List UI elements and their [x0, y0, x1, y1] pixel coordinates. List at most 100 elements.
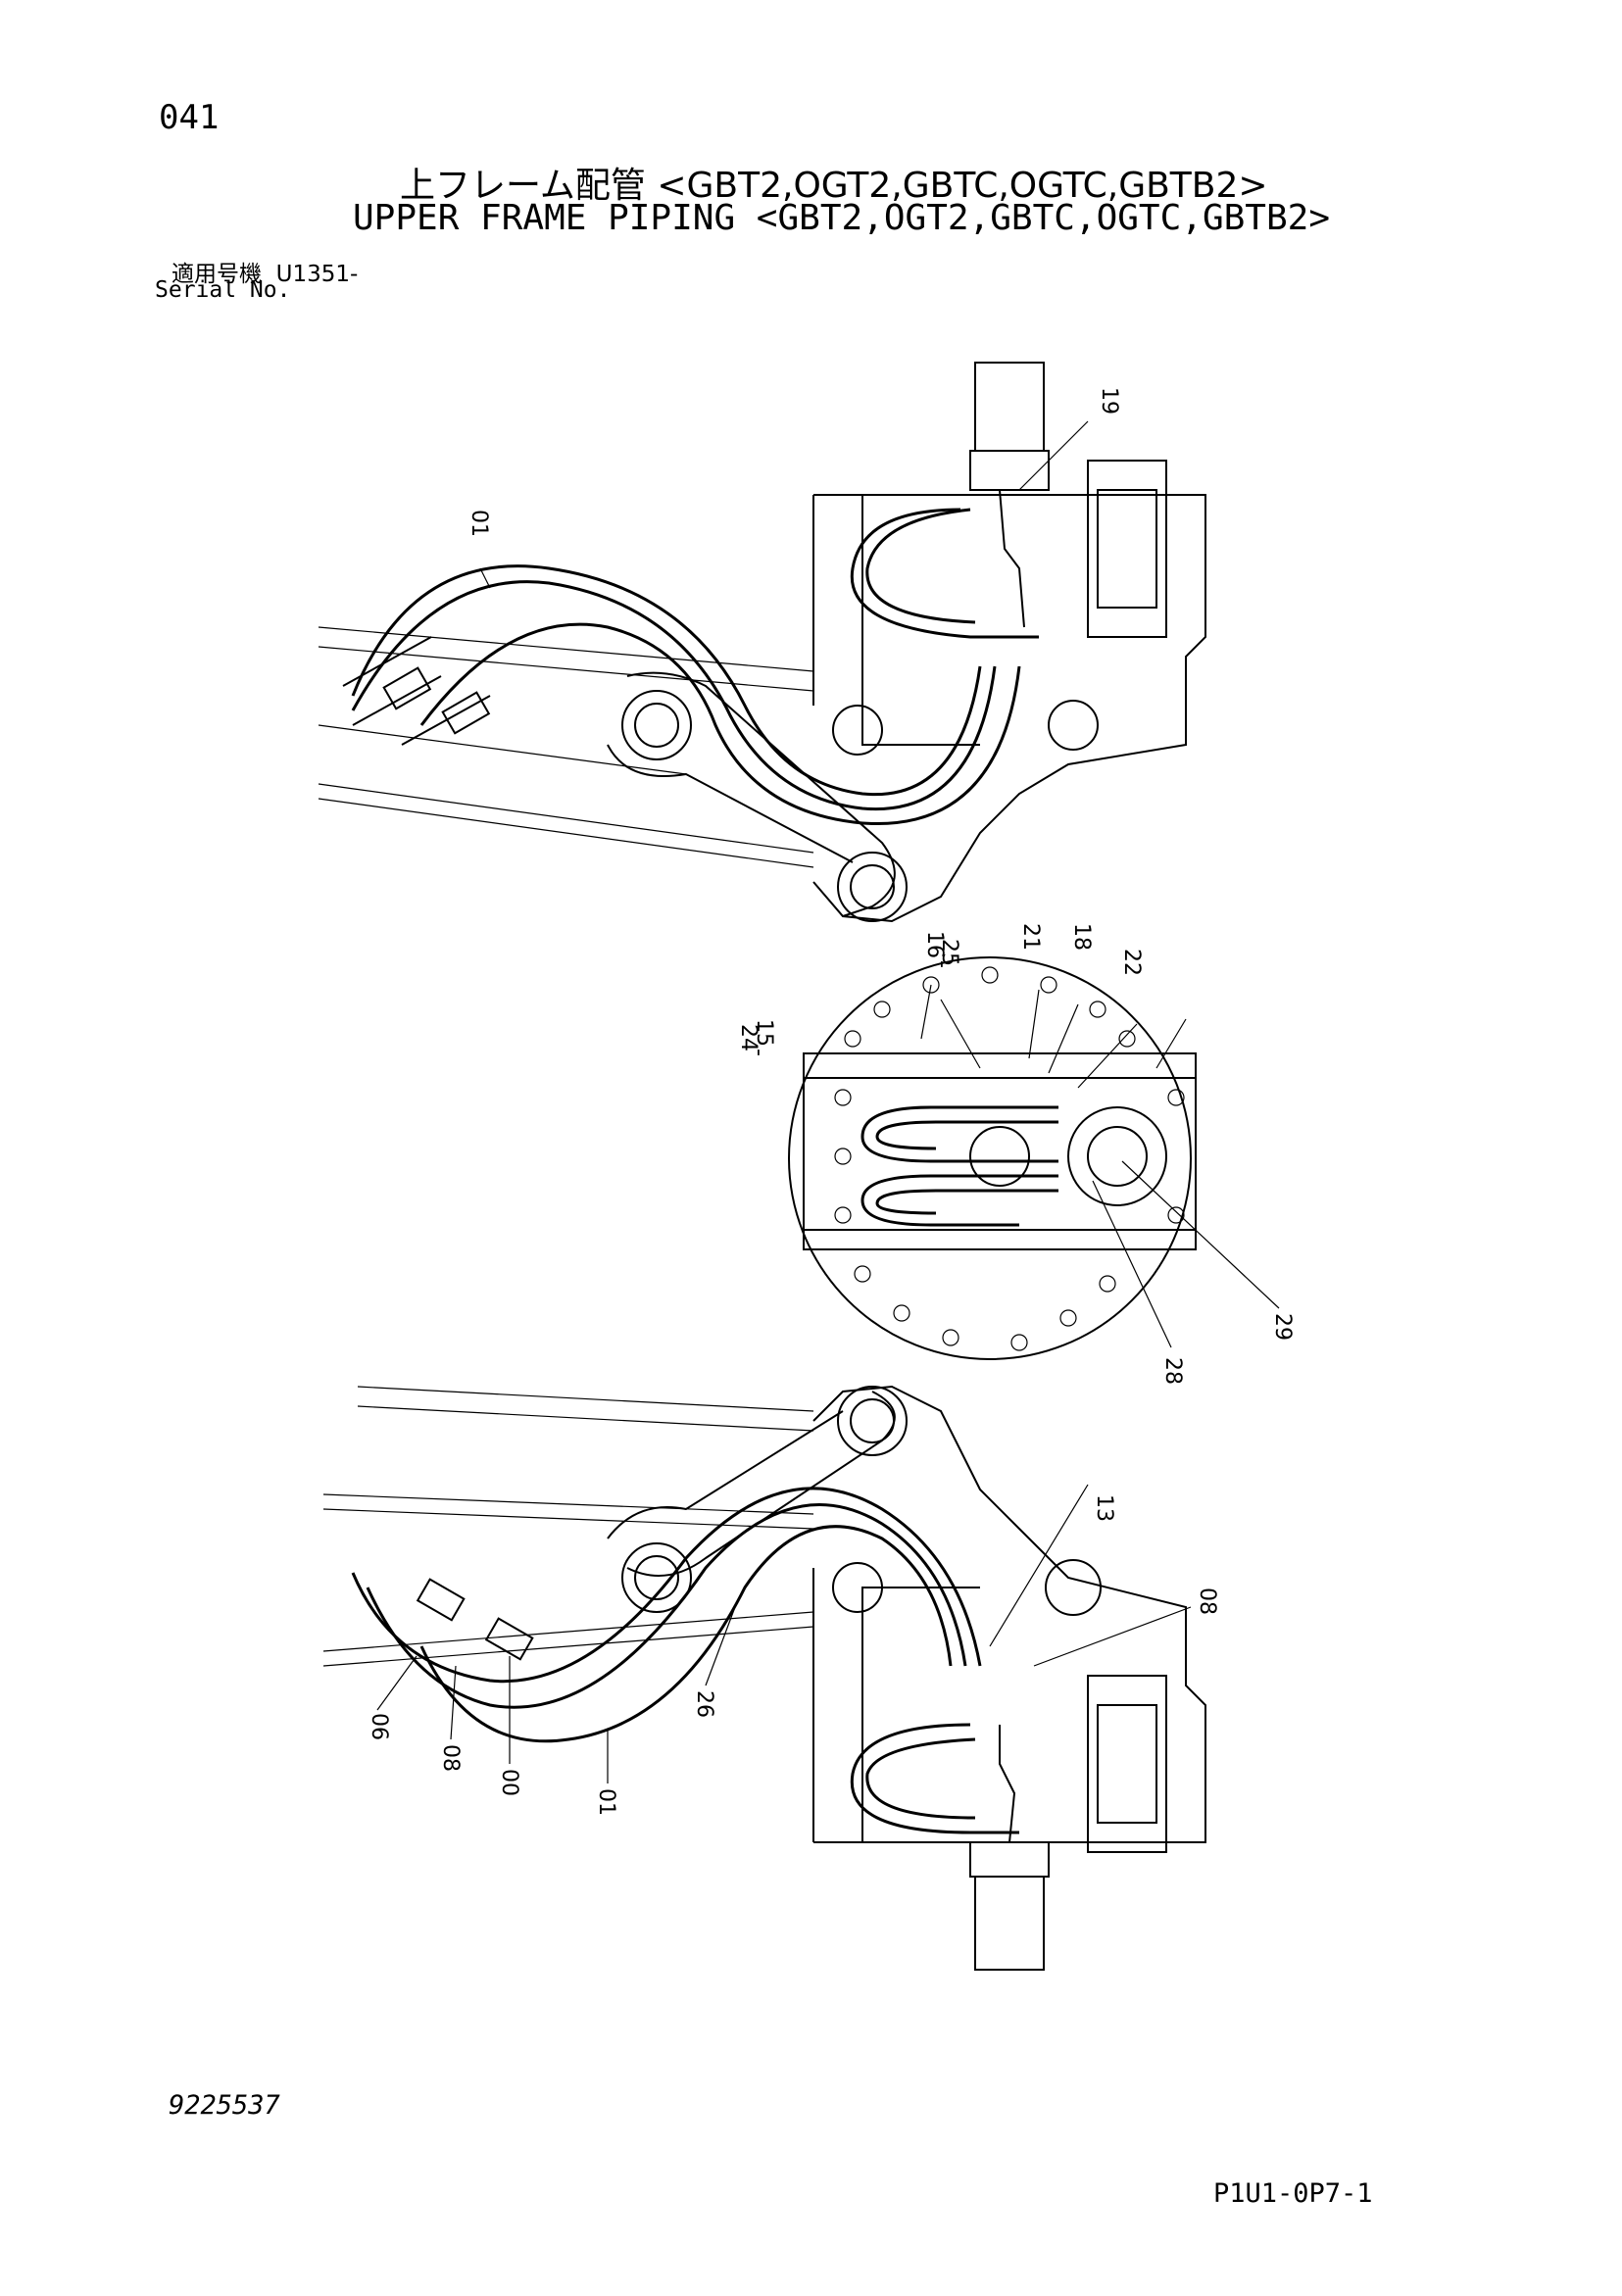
serial-label-english: Serial No.	[155, 277, 291, 303]
frame-outline	[861, 495, 980, 746]
fitting	[441, 691, 491, 735]
callout-label: 24	[736, 1024, 761, 1051]
hose-line	[419, 622, 1021, 826]
callout-label: 13	[1092, 1494, 1116, 1522]
pin-boss	[850, 864, 895, 909]
center-joint	[969, 1126, 1030, 1187]
swing-motor	[1087, 1675, 1167, 1853]
leader-line	[920, 984, 1187, 1089]
page-code: P1U1-0P7-1	[1213, 2178, 1373, 2209]
serial-label-jp-text: 適用号機	[172, 262, 262, 287]
callout-label: 15	[752, 1019, 776, 1047]
bottom-view-callouts: 13 08 06 08 00 01 26	[367, 1494, 1219, 1816]
callout-label: -	[930, 960, 955, 968]
link-arm	[626, 1391, 896, 1577]
callout-label: 26	[692, 1690, 716, 1718]
callout-label: 08	[438, 1744, 463, 1772]
pin-boss	[634, 703, 679, 748]
leader-line	[1092, 1160, 1280, 1348]
pin-boss	[837, 852, 908, 922]
leader-line	[989, 1484, 1192, 1667]
link-arm	[626, 671, 896, 917]
hose-line	[419, 1525, 953, 1743]
page-title-english: UPPER FRAME PIPING <GBT2,OGT2,GBTC,OGTC,…	[353, 198, 1330, 238]
motor-cylinder	[974, 362, 1045, 452]
hose-line	[351, 580, 997, 811]
turntable-circle	[788, 956, 1192, 1360]
boom-line	[318, 783, 814, 854]
pin-boss	[837, 1386, 908, 1456]
pin-boss	[634, 1555, 679, 1600]
link-arm	[607, 744, 854, 863]
callout-label: 22	[1119, 949, 1144, 976]
hose-loop	[850, 1723, 1019, 1834]
frame-outline	[812, 494, 1206, 923]
hose-loop	[865, 1737, 976, 1820]
callout-label: 28	[1160, 1357, 1185, 1385]
fitting	[382, 666, 432, 710]
hose-loop	[875, 1189, 1058, 1215]
link-arm	[607, 1410, 844, 1539]
pin-boss	[621, 690, 692, 760]
center-view-callouts: 16 - 25 21 18 22 24 - 15 29 28	[736, 923, 1295, 1385]
pin-boss	[621, 1542, 692, 1613]
frame-outline	[812, 1385, 1206, 1843]
frame-outline	[812, 1568, 980, 1842]
motor-base	[969, 450, 1050, 491]
hose-line	[351, 1487, 982, 1684]
motor-base	[969, 1841, 1050, 1878]
pipe	[999, 1725, 1016, 1843]
callout-label: 01	[594, 1788, 618, 1816]
swing-motor-end	[1067, 1106, 1167, 1206]
callout-label: 18	[1069, 923, 1094, 951]
bolt-holes	[834, 966, 1185, 1351]
leader-line	[479, 567, 491, 589]
boom-line	[322, 1611, 814, 1652]
frame-section-line	[804, 1077, 1196, 1231]
callout-label: 00	[497, 1769, 521, 1796]
hose-loop	[860, 1174, 1058, 1227]
boom-line	[357, 1386, 814, 1412]
callout-label: 29	[1270, 1313, 1295, 1341]
serial-value: U1351-	[275, 262, 359, 287]
hose-loop	[875, 1120, 1058, 1150]
hose-line	[366, 1503, 967, 1709]
page-title-japanese: 上フレーム配管 <GBT2,OGT2,GBTC,OGTC,GBTB2>	[400, 166, 1268, 206]
swing-motor-end	[1087, 1126, 1148, 1187]
boom-line	[318, 626, 814, 672]
swing-motor-detail	[1097, 1704, 1157, 1824]
pin-boss	[850, 1398, 895, 1443]
swing-motor	[1087, 460, 1167, 638]
center-view-drawing	[788, 956, 1280, 1360]
pin-hole	[832, 1562, 883, 1613]
callout-label: 19	[1097, 387, 1121, 415]
hose-loop	[865, 508, 976, 624]
pin-hole	[832, 705, 883, 756]
fitting	[416, 1578, 466, 1622]
bottom-view-drawing	[322, 1385, 1206, 1971]
drawing-number: 9225537	[169, 2090, 280, 2121]
frame-section	[803, 1052, 1197, 1250]
top-view-callouts: 01 19	[467, 387, 1121, 537]
boom-line	[322, 1493, 814, 1515]
boom-line	[318, 798, 814, 868]
boom-line	[322, 1508, 814, 1530]
callout-label: 06	[367, 1713, 391, 1740]
hose-line	[351, 564, 982, 797]
hose-loop	[850, 508, 1039, 639]
pipe	[999, 489, 1025, 628]
callout-label: -	[747, 1049, 771, 1056]
boom-line	[322, 1626, 814, 1667]
callout-label: 08	[1195, 1588, 1219, 1615]
callout-label: 01	[467, 510, 491, 537]
swing-motor-detail	[1097, 489, 1157, 609]
hose-loop	[860, 1105, 1058, 1163]
callout-label: 21	[1018, 923, 1043, 951]
page-number: 041	[159, 98, 220, 137]
callout-label: 16	[922, 931, 947, 958]
motor-cylinder	[974, 1876, 1045, 1971]
leader-line	[1018, 420, 1089, 491]
pin-hole	[1048, 700, 1099, 751]
pin-hole	[1045, 1559, 1102, 1616]
